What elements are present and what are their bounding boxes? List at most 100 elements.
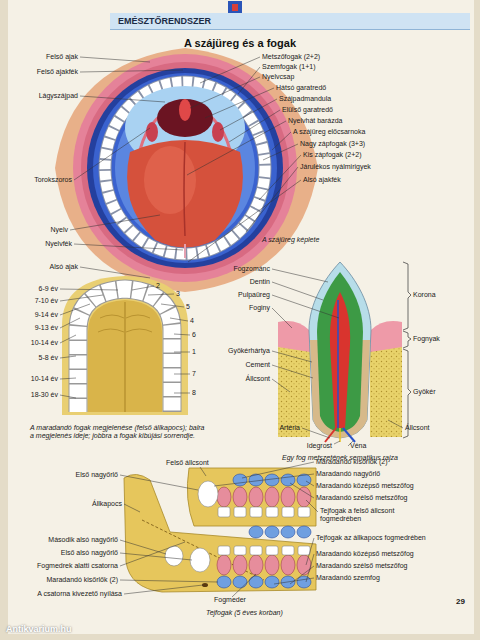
part-label: Gyökérhártya bbox=[228, 347, 270, 355]
jaw-illustration bbox=[249, 576, 263, 588]
tooth-section bbox=[325, 428, 336, 442]
leader-line bbox=[246, 167, 298, 232]
jaw-illustration bbox=[217, 487, 311, 575]
callout-number: 5 bbox=[186, 303, 190, 311]
leader-line bbox=[148, 294, 174, 295]
jaw-illustration bbox=[187, 468, 316, 526]
part-label: Maradandó nagyőrlő bbox=[316, 470, 380, 478]
part-label: Állkapocs bbox=[92, 500, 122, 508]
leader-line bbox=[174, 334, 190, 335]
tooth-section bbox=[309, 262, 371, 438]
part-label: Korona bbox=[413, 291, 436, 299]
jaw-illustration bbox=[249, 526, 263, 538]
mouth-illustration bbox=[144, 146, 196, 214]
part-label: Tejfogak a felső állcsont fogmedrében bbox=[320, 507, 430, 523]
jaw-illustration bbox=[266, 546, 278, 555]
leader-line bbox=[272, 295, 339, 318]
page-number: 29 bbox=[456, 598, 465, 606]
leader-line bbox=[120, 462, 318, 597]
leader-line bbox=[80, 70, 183, 72]
tooth-section bbox=[278, 321, 310, 352]
palate-illustration bbox=[78, 289, 172, 412]
part-label: Fogmeder bbox=[214, 596, 246, 604]
part-label: Pulpaüreg bbox=[238, 291, 270, 299]
jaw-illustration bbox=[218, 507, 230, 517]
jaw-illustration bbox=[217, 474, 311, 588]
jaw-illustration bbox=[281, 555, 295, 575]
part-label: Maradandó középső metszőfog bbox=[316, 550, 414, 558]
palate-illustration bbox=[78, 289, 172, 412]
mouth-illustration bbox=[212, 122, 224, 142]
leader-line bbox=[200, 57, 260, 83]
jaw-illustration bbox=[298, 507, 310, 517]
leader-line bbox=[80, 96, 165, 102]
jaw-illustration bbox=[250, 546, 262, 555]
jaw-illustration bbox=[265, 526, 279, 538]
mouth-illustration bbox=[87, 68, 283, 268]
leader-line bbox=[120, 542, 185, 566]
part-label: Fogmedrek alatti csatorna bbox=[37, 562, 118, 570]
palate-illustration bbox=[98, 315, 152, 332]
mouth-illustration bbox=[179, 99, 191, 121]
jaw-illustration bbox=[124, 474, 316, 592]
leader-line bbox=[272, 379, 290, 392]
leader-line bbox=[60, 318, 80, 328]
eruption-age: 5-8 év bbox=[39, 354, 58, 362]
jaw-illustration bbox=[233, 474, 247, 486]
part-label: Nyelv bbox=[50, 226, 68, 234]
part-label: Elülső garatredő bbox=[282, 106, 333, 114]
leader-line bbox=[200, 467, 206, 476]
jaw-illustration bbox=[234, 507, 246, 517]
part-label: Fognyak bbox=[413, 335, 440, 343]
jaw-illustration bbox=[297, 487, 311, 507]
figure-caption: A szájüreg képlete bbox=[262, 236, 319, 244]
jaw-illustration bbox=[250, 507, 262, 517]
leader-line bbox=[124, 504, 140, 512]
part-label: Maradandó kisőrlők (2) bbox=[46, 576, 118, 584]
leader-line bbox=[120, 553, 192, 560]
tooth-section bbox=[317, 272, 363, 432]
jaw-illustration bbox=[249, 487, 263, 507]
leader-line bbox=[132, 286, 154, 290]
eruption-age: 6-9 év bbox=[39, 285, 58, 293]
leader-line bbox=[302, 428, 330, 438]
jaw-illustration bbox=[142, 520, 264, 580]
part-label: A szájüreg előcsarnoka bbox=[293, 128, 365, 136]
callout-number: 4 bbox=[190, 317, 194, 325]
leader-line bbox=[174, 352, 190, 353]
part-label: Felső ajakfék bbox=[37, 68, 78, 76]
tooth-section bbox=[337, 300, 339, 428]
tooth-section bbox=[278, 262, 402, 442]
part-label: Nyelvcsap bbox=[262, 73, 294, 81]
leader-line bbox=[263, 144, 298, 160]
jaw-illustration bbox=[217, 555, 231, 575]
diagram-title: A szájüreg és a fogak bbox=[0, 37, 480, 49]
part-label: Hátsó garatredő bbox=[276, 84, 326, 92]
tooth-section bbox=[343, 428, 355, 442]
jaw-illustration bbox=[297, 526, 311, 538]
leader-line bbox=[60, 286, 190, 398]
part-label: Második alsó nagyőrlő bbox=[48, 536, 118, 544]
jaw-illustration bbox=[282, 507, 294, 517]
jaw-illustration bbox=[233, 555, 247, 575]
jaw-illustration bbox=[165, 481, 310, 572]
leader-line bbox=[174, 393, 190, 394]
leader-line bbox=[74, 128, 150, 180]
part-label: Felső ajak bbox=[46, 53, 78, 61]
part-label: Nyelvfék bbox=[45, 240, 72, 248]
jaw-illustration bbox=[265, 576, 279, 588]
jaw-illustration bbox=[217, 576, 231, 588]
leader-line bbox=[232, 574, 256, 597]
part-label: Torokszoros bbox=[34, 176, 72, 184]
tooth-section bbox=[330, 292, 350, 428]
callout-number: 6 bbox=[192, 331, 196, 339]
part-label: Első nagyőrlő bbox=[76, 471, 118, 479]
leader-line bbox=[306, 554, 314, 582]
palate-illustration bbox=[62, 276, 188, 415]
paper bbox=[8, 0, 474, 634]
jaw-illustration bbox=[198, 481, 218, 507]
bracket bbox=[403, 331, 411, 348]
leader-line bbox=[272, 269, 403, 446]
